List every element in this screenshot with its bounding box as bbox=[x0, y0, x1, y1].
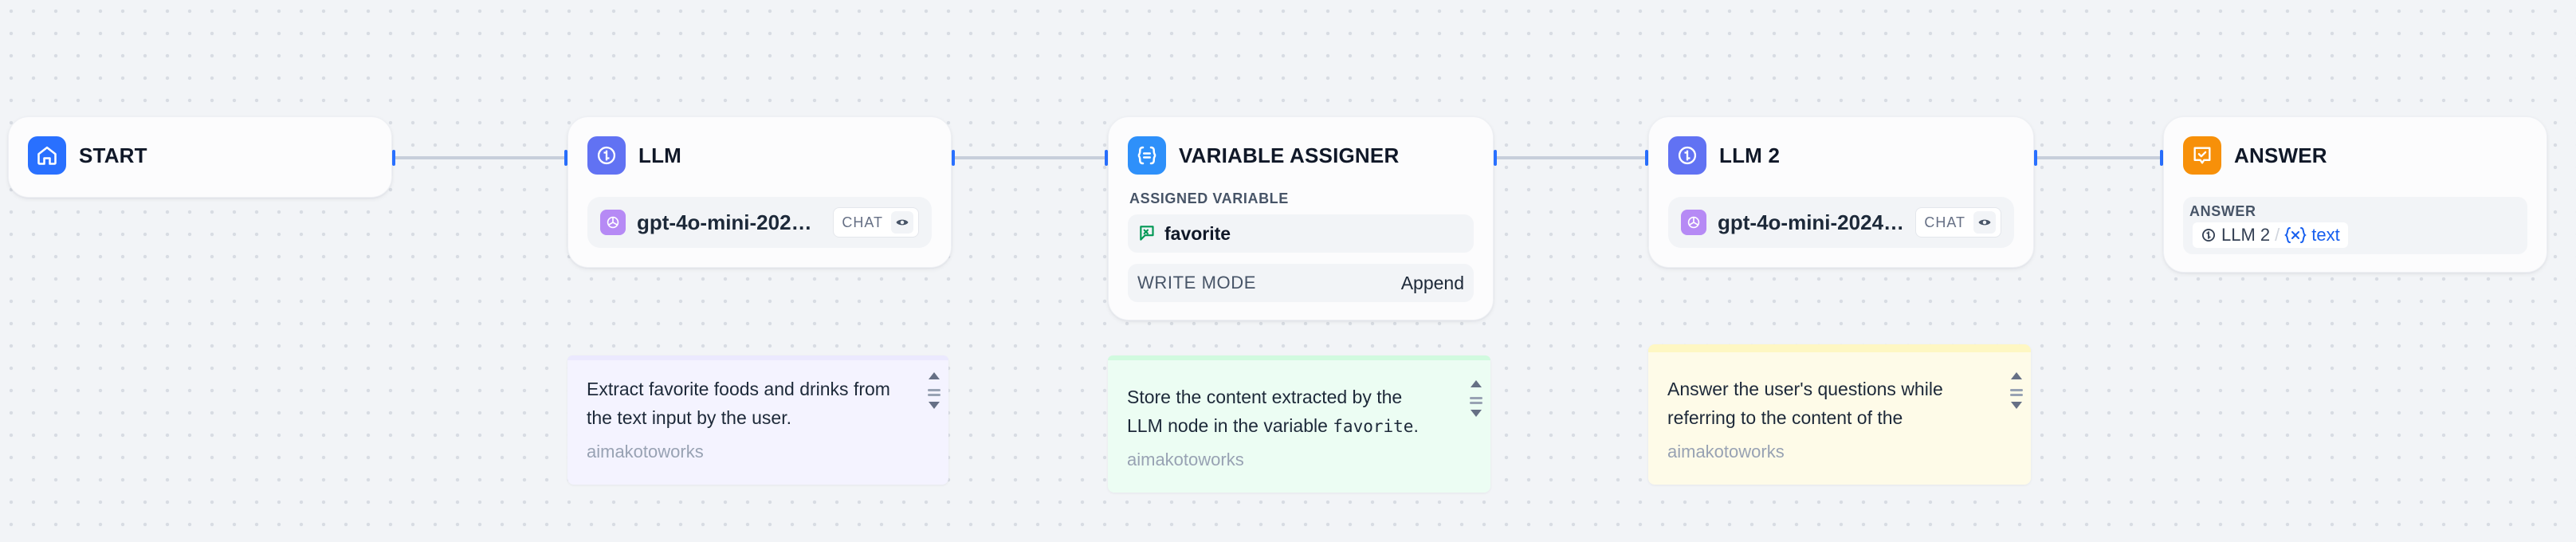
assigned-variable-field[interactable]: favorite bbox=[1128, 214, 1474, 253]
start-output-handle[interactable] bbox=[392, 150, 395, 166]
variable-x-icon bbox=[2284, 226, 2307, 244]
llm-brain-icon bbox=[1668, 136, 1706, 175]
eye-icon bbox=[1973, 211, 1996, 234]
note-assigner-line2-suffix: . bbox=[1413, 415, 1419, 436]
note-llm-line1: Extract favorite foods and drinks from bbox=[587, 379, 890, 399]
llm2-mode-badge: CHAT bbox=[1915, 207, 2001, 238]
answer-content-box[interactable]: ANSWER LLM 2 / text bbox=[2183, 197, 2527, 254]
note-llm2-line2: referring to the content of the bbox=[1667, 407, 1903, 428]
note-assigner-line1: Store the content extracted by the bbox=[1127, 387, 1403, 407]
llm-brain-icon bbox=[587, 136, 626, 175]
answer-node-title: ANSWER bbox=[2234, 143, 2327, 167]
llm2-node[interactable]: LLM 2 gpt-4o-mini-2024-07-18 CHAT bbox=[1648, 116, 2034, 268]
llm-model-selector[interactable]: gpt-4o-mini-2024-07-18 CHAT bbox=[587, 197, 932, 248]
llm-node-title: LLM bbox=[638, 143, 682, 167]
llm-model-name: gpt-4o-mini-2024-07-18 bbox=[637, 210, 822, 234]
note-llm-author: aimakotoworks bbox=[587, 442, 704, 461]
edge-llm-assigner[interactable] bbox=[953, 156, 1106, 159]
answer-section-label: ANSWER bbox=[2189, 203, 2256, 219]
write-mode-value: Append bbox=[1400, 272, 1464, 293]
note-llm2-line1: Answer the user's questions while bbox=[1667, 379, 1943, 399]
answer-input-handle[interactable] bbox=[2160, 150, 2163, 166]
note-assigner-author: aimakotoworks bbox=[1127, 450, 1244, 469]
assigned-variable-name: favorite bbox=[1164, 222, 1231, 244]
llm-output-handle[interactable] bbox=[952, 150, 955, 166]
edge-assigner-llm2[interactable] bbox=[1495, 156, 1647, 159]
variable-assigner-node[interactable]: VARIABLE ASSIGNER ASSIGNED VARIABLE favo… bbox=[1108, 116, 1494, 320]
llm2-input-handle[interactable] bbox=[1645, 150, 1648, 166]
llm-brain-icon bbox=[2201, 227, 2217, 243]
write-mode-row[interactable]: WRITE MODE Append bbox=[1128, 264, 1474, 302]
llm-node[interactable]: LLM gpt-4o-mini-2024-07-18 CHAT bbox=[567, 116, 952, 268]
llm-mode-badge: CHAT bbox=[833, 207, 919, 238]
llm2-mode-text: CHAT bbox=[1924, 214, 1965, 230]
eye-icon bbox=[891, 211, 913, 234]
answer-variable-reference[interactable]: LLM 2 / text bbox=[2193, 222, 2348, 248]
note-variable-assigner[interactable]: Store the content extracted by the LLM n… bbox=[1108, 355, 1490, 493]
conversation-variable-icon bbox=[1137, 223, 1158, 244]
answer-ref-separator: / bbox=[2275, 225, 2280, 245]
openai-icon bbox=[1681, 210, 1706, 235]
assigned-variable-label: ASSIGNED VARIABLE bbox=[1129, 190, 1289, 206]
answer-ref-variable: text bbox=[2311, 225, 2340, 245]
write-mode-label: WRITE MODE bbox=[1137, 273, 1256, 293]
llm2-model-name: gpt-4o-mini-2024-07-18 bbox=[1718, 210, 1904, 234]
note-llm-scrollbar[interactable] bbox=[925, 362, 944, 461]
home-icon bbox=[28, 136, 66, 175]
answer-node[interactable]: ANSWER ANSWER LLM 2 / text bbox=[2163, 116, 2547, 273]
answer-icon bbox=[2183, 136, 2221, 175]
note-llm2-author: aimakotoworks bbox=[1667, 442, 1785, 461]
edge-start-llm[interactable] bbox=[394, 156, 566, 159]
assigner-input-handle[interactable] bbox=[1105, 150, 1108, 166]
note-assigner-line2-code: favorite bbox=[1333, 417, 1414, 436]
note-assigner-line2-prefix: LLM node in the variable bbox=[1127, 415, 1333, 436]
note-llm2-scrollbar[interactable] bbox=[2007, 362, 2026, 461]
llm-mode-text: CHAT bbox=[842, 214, 883, 230]
start-node[interactable]: START bbox=[8, 116, 392, 198]
llm2-model-selector[interactable]: gpt-4o-mini-2024-07-18 CHAT bbox=[1668, 197, 2014, 248]
variable-assigner-title: VARIABLE ASSIGNER bbox=[1179, 143, 1400, 167]
note-llm[interactable]: Extract favorite foods and drinks from t… bbox=[567, 355, 948, 485]
edge-llm2-answer[interactable] bbox=[2036, 156, 2162, 159]
note-llm-text: Extract favorite foods and drinks from t… bbox=[587, 375, 890, 432]
note-assigner-line2: LLM node in the variable favorite. bbox=[1127, 411, 1419, 441]
llm-input-handle[interactable] bbox=[564, 150, 567, 166]
assigner-output-handle[interactable] bbox=[1494, 150, 1497, 166]
llm2-node-title: LLM 2 bbox=[1719, 143, 1781, 167]
variable-bracket-icon bbox=[1128, 136, 1166, 175]
start-node-title: START bbox=[79, 143, 147, 167]
answer-ref-node-name: LLM 2 bbox=[2221, 225, 2271, 245]
note-llm-line2: the text input by the user. bbox=[587, 407, 791, 428]
openai-icon bbox=[600, 210, 626, 235]
note-assigner-scrollbar[interactable] bbox=[1467, 370, 1486, 469]
note-assigner-text: Store the content extracted by the LLM n… bbox=[1127, 383, 1419, 441]
note-llm2-text: Answer the user's questions while referr… bbox=[1667, 375, 1943, 432]
note-llm2[interactable]: Answer the user's questions while referr… bbox=[1648, 344, 2031, 485]
llm2-output-handle[interactable] bbox=[2034, 150, 2037, 166]
